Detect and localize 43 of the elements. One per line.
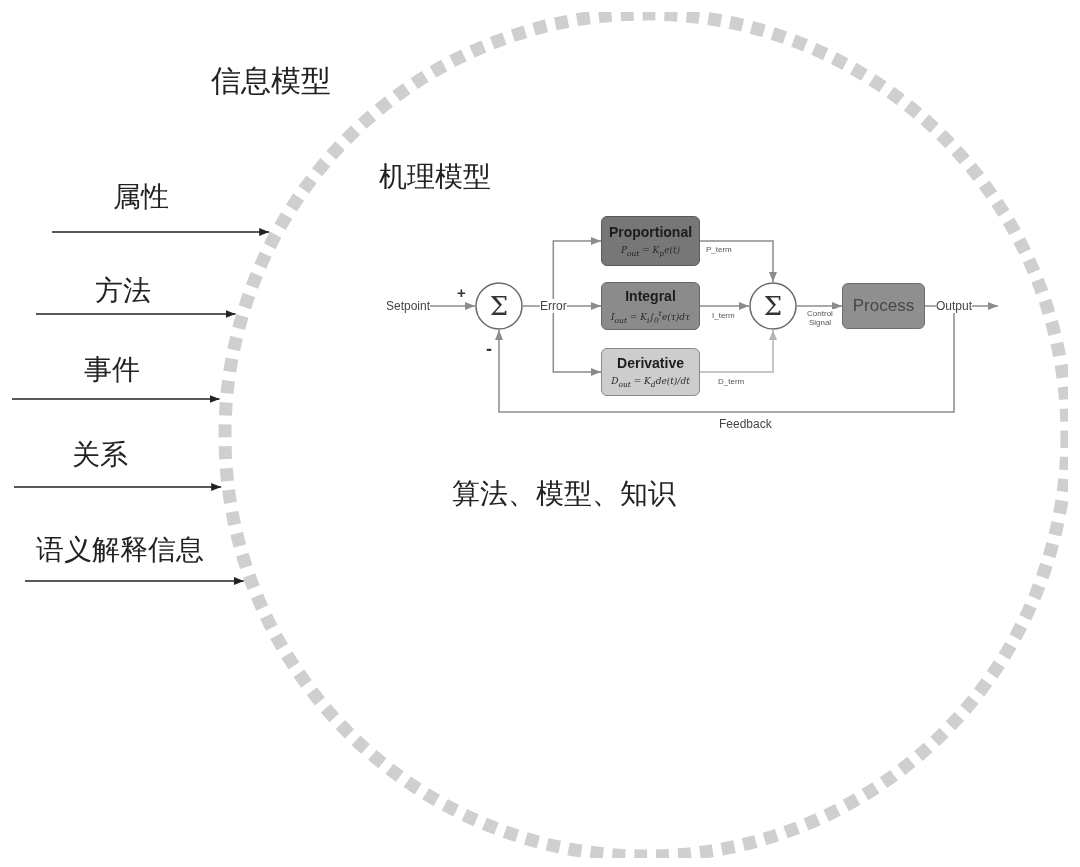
arrow (35, 310, 237, 318)
arrow (11, 395, 221, 403)
edge-label: D_term (718, 377, 745, 387)
arrow (552, 237, 602, 300)
signal-label: Error (540, 299, 567, 313)
sigma-symbol: Σ (762, 290, 784, 323)
signal-label: Setpoint (386, 299, 431, 313)
formula-text: P$_{out}$ = K$_{p}$e(t) (620, 245, 681, 258)
controller-box (601, 216, 700, 266)
arrow (699, 240, 777, 283)
signal-label: Output (936, 299, 973, 313)
summing-junction-circle (475, 282, 523, 330)
block-title: Integral (625, 287, 676, 305)
arrow (552, 312, 602, 376)
arrow (24, 577, 245, 585)
connector-line (924, 305, 937, 307)
sigma-symbol: Σ (488, 290, 510, 323)
controller-box (601, 282, 700, 330)
summing-junction-circle (749, 282, 797, 330)
arrow (51, 228, 270, 236)
block-title: Derivative (617, 355, 684, 373)
edge-label: I_term (712, 311, 735, 321)
arrow (699, 302, 750, 310)
arrow (13, 483, 222, 491)
formula-text: D$_{out}$ = K$_{d}$de(t)/dt (611, 376, 690, 389)
edge-label: 语义解释信息 (36, 534, 204, 567)
block-title: Proportional (608, 224, 693, 242)
connector-line (522, 305, 541, 307)
arrow (796, 302, 843, 310)
heading-text: 信息模型 (211, 64, 331, 99)
arrow (565, 302, 602, 310)
sign-label: - (486, 339, 492, 360)
arrow (495, 312, 955, 413)
arrow (429, 302, 476, 310)
arrow (699, 329, 777, 373)
arrow (971, 302, 999, 310)
process-box: Process (842, 283, 925, 329)
edge-label: P_term (706, 245, 732, 255)
caption-text: 算法、模型、知识 (452, 478, 676, 511)
sign-label: + (457, 284, 466, 302)
formula-text: I$_{out}$ = K$_{i}$∫$_{0}$$^{t}$e(τ)dτ (611, 308, 690, 325)
section-heading: 机理模型 (379, 161, 491, 194)
controller-box (601, 348, 700, 396)
